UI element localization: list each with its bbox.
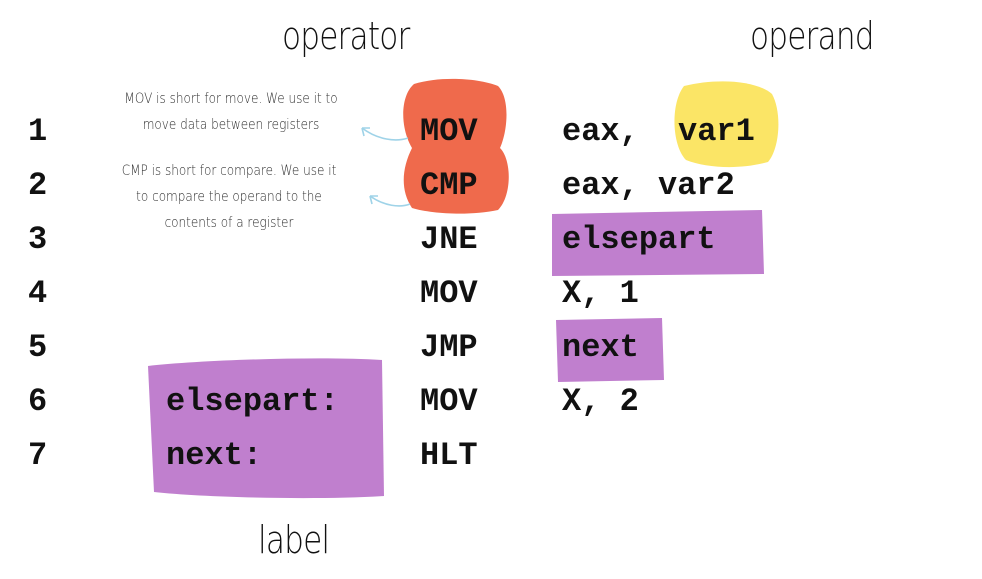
- operand-highlighted: next: [562, 329, 639, 366]
- operator-cell: JMP: [420, 329, 478, 366]
- operand-cell: X, 2: [562, 383, 639, 420]
- label-cell: next:: [166, 437, 263, 474]
- line-number: 2: [28, 167, 48, 204]
- line-number: 3: [28, 221, 48, 258]
- operator-cell: JNE: [420, 221, 478, 258]
- cmp-note-arrow: [369, 195, 411, 207]
- operand-cell: eax, var2: [562, 167, 735, 204]
- next-operand-highlight: [556, 318, 664, 382]
- operand-cell: eax,: [562, 113, 659, 150]
- elsepart-operand-highlight: [552, 210, 764, 276]
- operand-highlighted: var1: [678, 113, 755, 150]
- operand-highlighted: elsepart: [562, 221, 716, 258]
- line-number: 5: [28, 329, 48, 366]
- cmp-note: CMP is short for compare. We use it to c…: [121, 163, 337, 231]
- operator-cell: MOV: [420, 383, 478, 420]
- mov-note-arrow: [361, 127, 409, 141]
- label-cell: elsepart:: [166, 383, 339, 420]
- label-header: label: [258, 518, 330, 562]
- labels-highlight: [148, 358, 384, 499]
- operator-cell: CMP: [420, 167, 478, 204]
- operator-cell: HLT: [420, 437, 478, 474]
- line-number: 4: [28, 275, 48, 312]
- var1-highlight: [674, 81, 779, 168]
- operand-header: operand: [750, 14, 875, 58]
- operator-cell: MOV: [420, 113, 478, 150]
- line-number: 1: [28, 113, 48, 150]
- mov-cmp-highlight: [403, 78, 509, 214]
- line-number: 7: [28, 437, 48, 474]
- operator-cell: MOV: [420, 275, 478, 312]
- operator-header: operator: [282, 14, 410, 58]
- line-number: 6: [28, 383, 48, 420]
- operand-cell: X, 1: [562, 275, 639, 312]
- mov-note: MOV is short for move. We use it to move…: [124, 91, 338, 133]
